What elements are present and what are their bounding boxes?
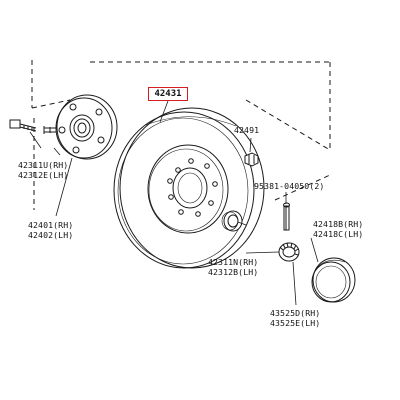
dashed-frame: [31, 60, 331, 210]
axle-hub-icon: [43, 94, 118, 160]
grease-cap-icon: [311, 257, 356, 303]
part-number-rotor: 42431: [154, 89, 182, 99]
part-number-hub-bolt[interactable]: 42491: [234, 125, 260, 135]
leader-lines: [29, 100, 319, 306]
lock-nut-icon: [278, 242, 300, 262]
part-number-nut[interactable]: 95381-04050(2): [254, 181, 325, 191]
seal-ring-icon: [221, 210, 243, 232]
part-number-seal-rh[interactable]: 42311N(RH): [208, 257, 259, 267]
part-number-bearing-rh[interactable]: 43525D(RH): [270, 308, 321, 318]
part-number-axle-hub-rh[interactable]: 42401(RH): [28, 220, 74, 230]
part-number-bearing-lh[interactable]: 43525E(LH): [270, 318, 321, 328]
rotor-part-highlight[interactable]: 42431: [148, 87, 188, 101]
part-number-seal-lh[interactable]: 42312B(LH): [208, 267, 259, 277]
part-number-hub-lh[interactable]: 42312E(LH): [18, 170, 69, 180]
wheel-bolt-icon: [9, 119, 37, 132]
part-number-cap-rh[interactable]: 42418B(RH): [313, 219, 364, 229]
part-number-axle-hub-lh[interactable]: 42402(LH): [28, 230, 74, 240]
part-number-cap-lh[interactable]: 42418C(LH): [313, 229, 364, 239]
cotter-pin-icon: [283, 202, 290, 231]
hub-nut-icon: [244, 152, 259, 167]
part-number-hub-rh[interactable]: 42311U(RH): [18, 160, 69, 170]
